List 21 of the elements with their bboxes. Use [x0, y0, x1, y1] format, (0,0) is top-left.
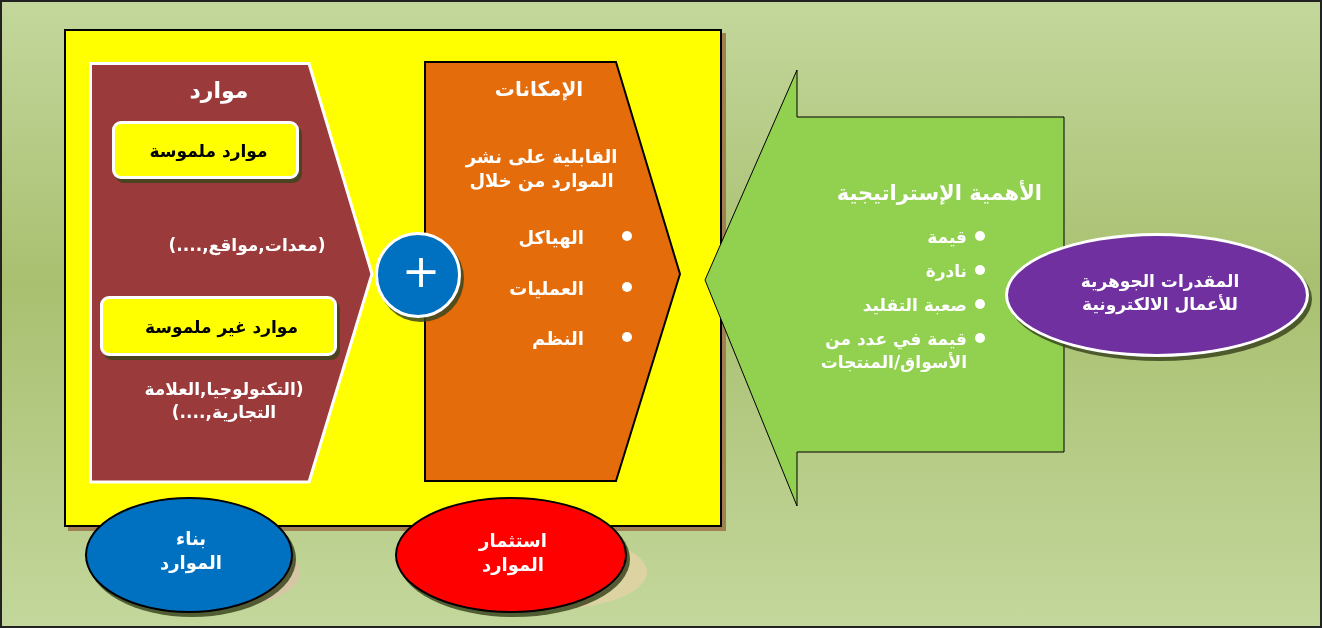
example-text: (التكنولوجيا,العلامة التجارية,....) — [143, 378, 305, 424]
list-item: صعبة التقليد — [861, 294, 967, 317]
list-item: قيمة — [926, 226, 967, 249]
box-label: موارد ملموسة — [148, 140, 269, 163]
example-text: (معدات,مواقع,....) — [167, 234, 327, 257]
ellipse-label: استثمار الموارد — [477, 529, 548, 578]
pentagon-panel — [89, 62, 374, 484]
heading: الإمكانات — [493, 76, 585, 103]
list-item: نادرة — [924, 260, 967, 283]
box-label: موارد غير ملموسة — [143, 316, 299, 339]
heading: موارد — [188, 77, 250, 106]
list-item: الهياكل — [517, 226, 584, 251]
pointed-panel — [704, 69, 1065, 507]
body-text: القابلية على نشر الموارد من خلال — [464, 145, 619, 194]
ellipse-label: بناء الموارد — [158, 527, 224, 576]
list-item: قيمة في عدد من الأسواق/المنتجات — [819, 328, 967, 374]
ellipse-label: المقدرات الجوهرية للأعمال الالكترونية — [1079, 270, 1241, 316]
heading: الأهمية الإستراتيجية — [835, 179, 1042, 207]
list-item: العمليات — [508, 277, 584, 301]
plus-sign: + — [400, 244, 442, 300]
list-item: النظم — [531, 327, 584, 351]
